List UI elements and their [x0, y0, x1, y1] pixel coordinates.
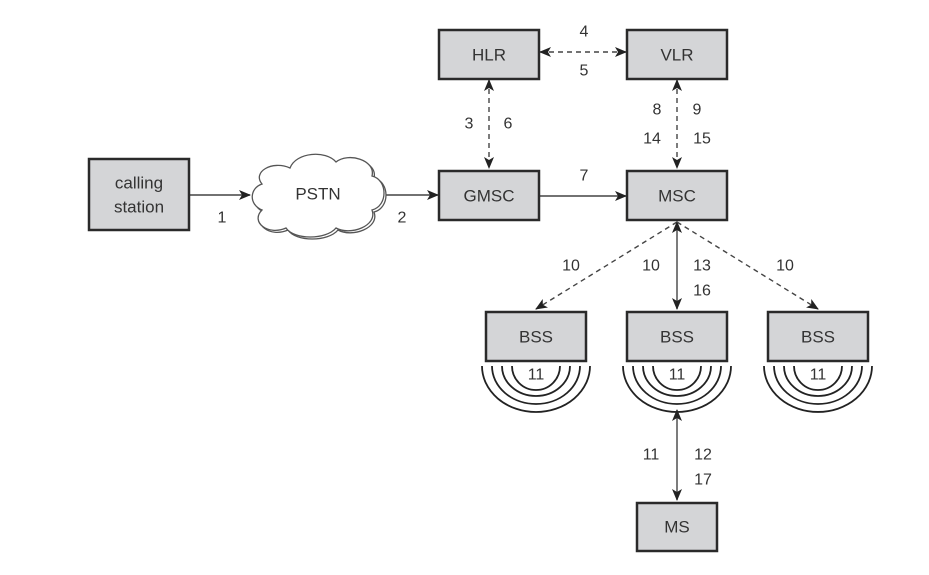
bss-right-node: BSS — [766, 310, 870, 363]
vlr-label: VLR — [660, 46, 693, 65]
radio-waves-bss-left — [481, 365, 591, 413]
wave-label-11-center: 11 — [669, 367, 686, 384]
edge-label-7: 7 — [580, 168, 589, 185]
msc-label: MSC — [658, 187, 696, 206]
calling-station-node: calling station — [87, 157, 191, 232]
edge-label-10-right: 10 — [776, 258, 794, 275]
edge-label-16: 16 — [693, 283, 711, 300]
edge-label-1: 1 — [218, 210, 227, 227]
edge-label-11-ms: 11 — [643, 447, 660, 464]
edge-msc-bss-left — [535, 221, 678, 310]
vlr-node: VLR — [625, 28, 729, 81]
gmsc-label: GMSC — [464, 187, 515, 206]
edge-label-3: 3 — [465, 116, 474, 133]
edge-label-14: 14 — [643, 131, 661, 148]
wave-label-11-right: 11 — [810, 367, 827, 384]
bss-center-label: BSS — [660, 328, 694, 347]
radio-waves-bss-center — [622, 365, 732, 413]
edge-label-12: 12 — [694, 447, 712, 464]
pstn-cloud: PSTN — [251, 153, 387, 240]
hlr-label: HLR — [472, 46, 506, 65]
edge-label-9: 9 — [693, 102, 702, 119]
bss-right-label: BSS — [801, 328, 835, 347]
edge-label-13: 13 — [693, 258, 711, 275]
edge-label-2: 2 — [398, 210, 407, 227]
bss-left-node: BSS — [484, 310, 588, 363]
msc-node: MSC — [625, 169, 729, 222]
pstn-label: PSTN — [295, 185, 340, 204]
gmsc-node: GMSC — [437, 169, 541, 222]
calling-station-label-line1: calling — [115, 174, 163, 193]
bss-left-label: BSS — [519, 328, 553, 347]
ms-label: MS — [664, 518, 690, 537]
edge-label-10-center: 10 — [642, 258, 660, 275]
ms-node: MS — [635, 501, 719, 553]
edge-label-5: 5 — [580, 63, 589, 80]
wave-label-11-left: 11 — [528, 367, 545, 384]
edge-label-17: 17 — [694, 472, 712, 489]
calling-station-label-line2: station — [114, 198, 164, 217]
edge-msc-bss-right — [676, 221, 819, 310]
hlr-node: HLR — [437, 28, 541, 81]
edge-label-10-left: 10 — [562, 258, 580, 275]
edge-label-8: 8 — [653, 102, 662, 119]
radio-waves-bss-right — [763, 365, 873, 413]
edge-label-15: 15 — [693, 131, 711, 148]
edge-label-4: 4 — [580, 24, 589, 41]
edge-label-6: 6 — [504, 116, 513, 133]
bss-center-node: BSS — [625, 310, 729, 363]
